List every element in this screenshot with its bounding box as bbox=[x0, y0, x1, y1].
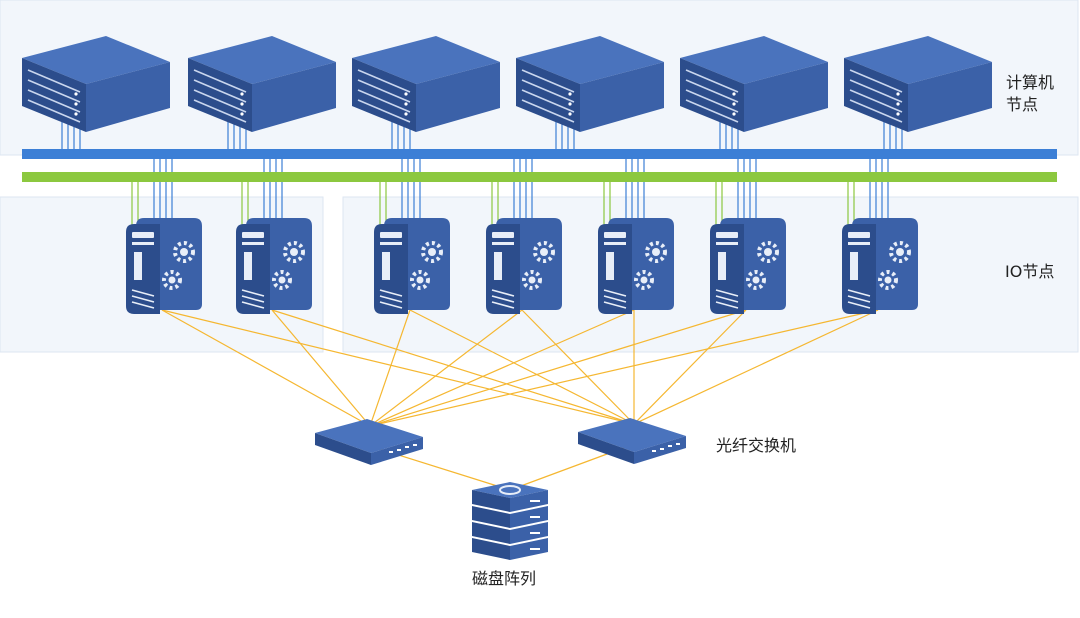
fiber-link bbox=[369, 309, 879, 427]
fiber-switch-icon bbox=[578, 418, 686, 464]
io-node-label: IO节点 bbox=[1005, 262, 1055, 281]
io-node-server-icon bbox=[372, 216, 452, 316]
fiber-link bbox=[369, 309, 411, 427]
fiber-link bbox=[369, 309, 747, 427]
io-node-server-icon bbox=[840, 216, 920, 316]
io-node-server-icon bbox=[234, 216, 314, 316]
fiber-link bbox=[409, 309, 635, 425]
io-node-server-icon bbox=[708, 216, 788, 316]
fiber-link bbox=[271, 309, 635, 425]
storage-bus-green bbox=[22, 172, 1057, 182]
fiber-link bbox=[161, 309, 635, 425]
disk-array-icon bbox=[471, 481, 549, 561]
fiber-link bbox=[369, 309, 523, 427]
compute-node-label-line2: 节点 bbox=[1006, 95, 1039, 114]
io-bus-cables bbox=[131, 157, 889, 228]
compute-node-label: 计算机 节点 bbox=[1006, 72, 1066, 116]
fiber-link bbox=[521, 309, 635, 425]
fiber-switch-label: 光纤交换机 bbox=[716, 436, 797, 455]
fiber-link bbox=[161, 309, 371, 427]
fiber-link bbox=[369, 309, 635, 427]
io-node-server-icon bbox=[596, 216, 676, 316]
fiber-link bbox=[271, 309, 371, 427]
fiber-link bbox=[633, 309, 747, 425]
compute-node-label-line1: 计算机 bbox=[1006, 73, 1055, 92]
fiber-links bbox=[161, 309, 879, 491]
io-node-server-icon bbox=[484, 216, 564, 316]
compute-bus-blue bbox=[22, 149, 1057, 159]
fiber-link bbox=[633, 309, 879, 425]
disk-array-label: 磁盘阵列 bbox=[472, 569, 537, 588]
io-node-server-icon bbox=[124, 216, 204, 316]
